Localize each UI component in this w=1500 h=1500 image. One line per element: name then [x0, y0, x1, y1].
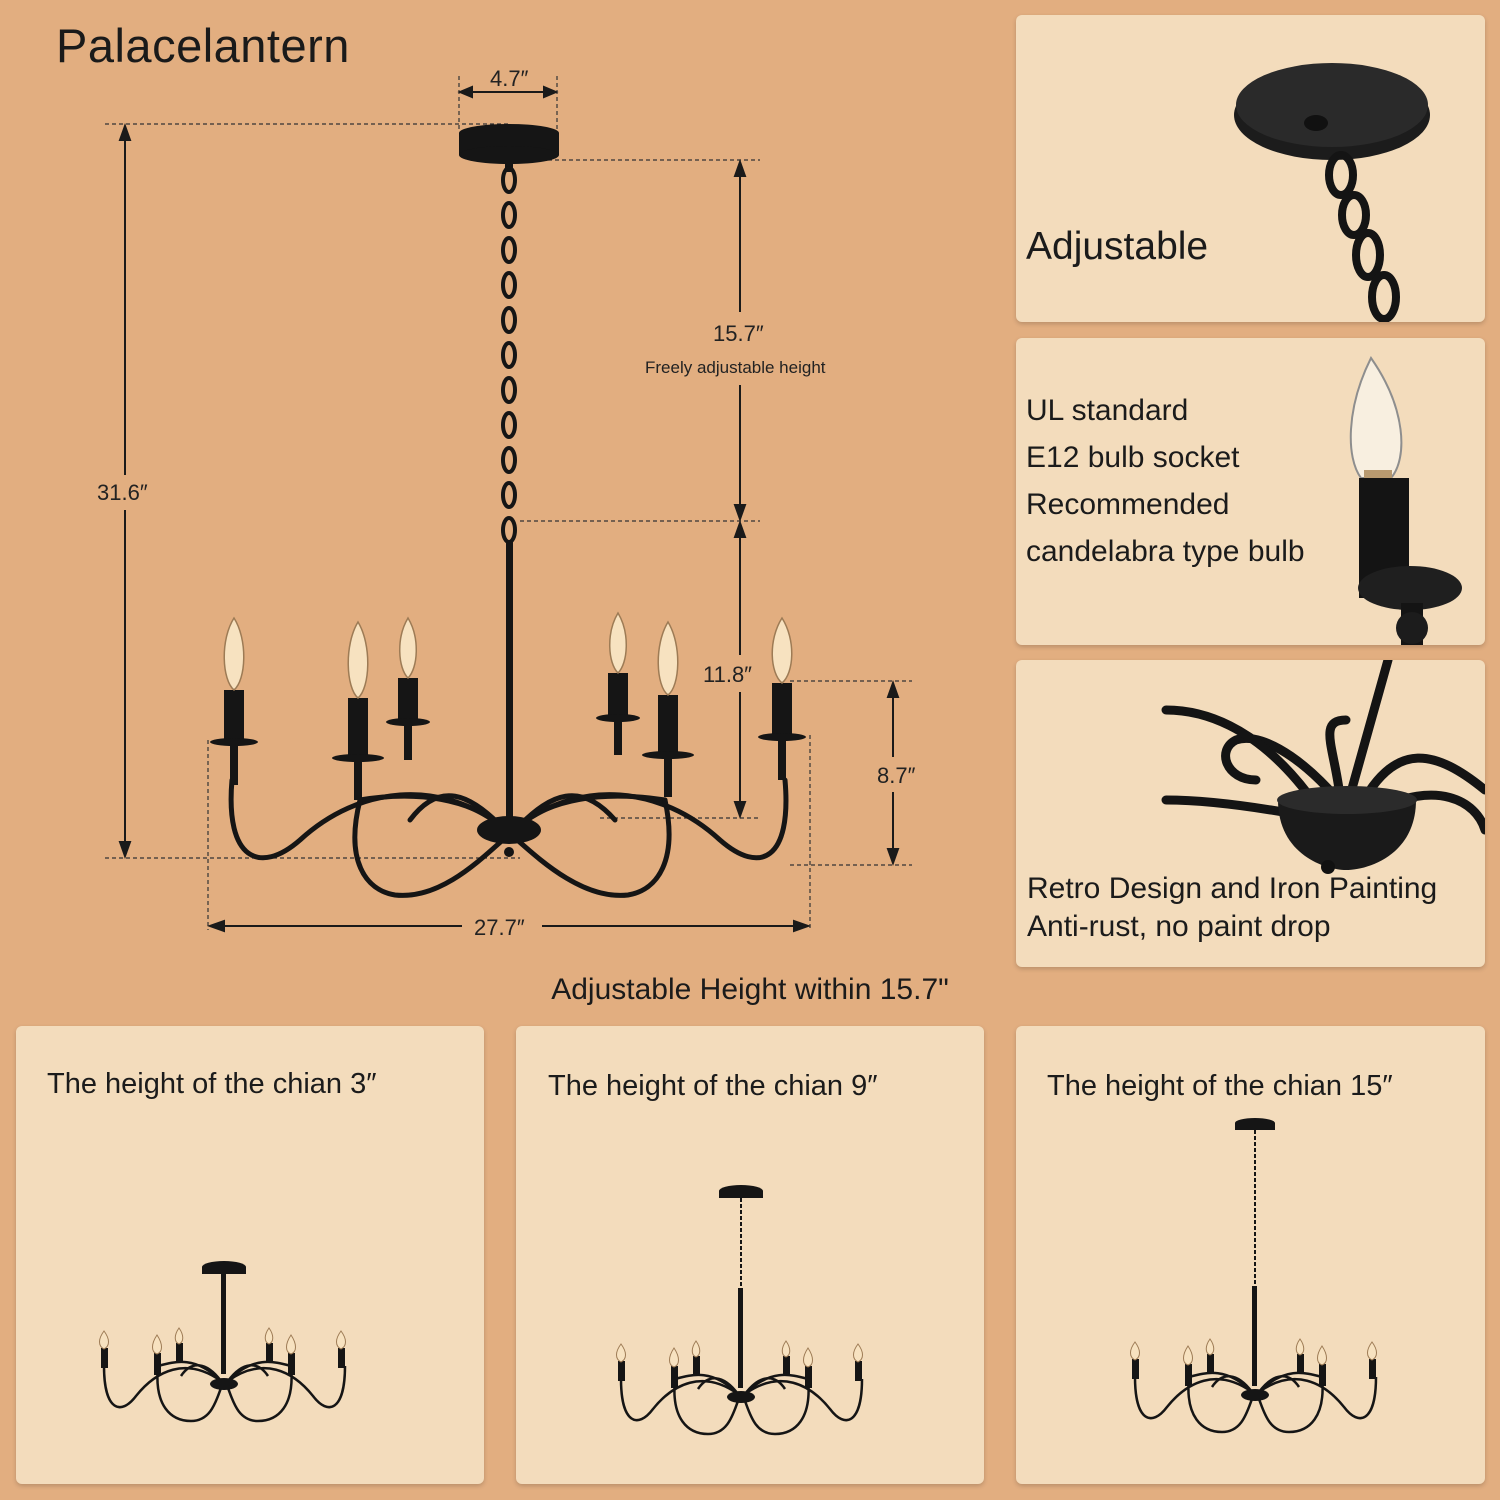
adjustable-panel: Adjustable — [1016, 15, 1485, 322]
chandelier-diagram — [105, 76, 912, 933]
bulb-closeup-image — [1349, 356, 1462, 645]
variant-panel-9in: The height of the chian 9″ — [516, 1026, 984, 1484]
variant-9in-title: The height of the chian 9″ — [548, 1070, 878, 1102]
width-label: 27.7″ — [474, 915, 525, 940]
socket-line-4: candelabra type bulb — [1026, 535, 1305, 568]
socket-line-2: E12 bulb socket — [1026, 441, 1240, 474]
variant-3in-image — [99, 1261, 347, 1423]
design-panel: Retro Design and Iron Painting Anti-rust… — [1016, 660, 1485, 967]
adjustable-height-caption: Adjustable Height within 15.7" — [551, 973, 949, 1006]
socket-line-3: Recommended — [1026, 488, 1230, 521]
chain-height-label: 15.7″ — [713, 321, 764, 346]
adjustable-title: Adjustable — [1026, 225, 1209, 268]
design-line-2: Anti-rust, no paint drop — [1027, 910, 1331, 943]
canopy-closeup-image — [1234, 63, 1430, 322]
variant-panel-15in: The height of the chian 15″ — [1016, 1026, 1485, 1484]
variant-9in-image — [616, 1185, 864, 1436]
variant-15in-image — [1130, 1118, 1378, 1434]
variant-3in-title: The height of the chian 3″ — [47, 1068, 377, 1100]
total-height-label: 31.6″ — [97, 480, 148, 505]
chain-note-label: Freely adjustable height — [645, 358, 826, 377]
socket-line-1: UL standard — [1026, 394, 1189, 427]
arm-height-label: 8.7″ — [877, 763, 916, 788]
variant-panel-3in: The height of the chian 3″ — [16, 1026, 484, 1484]
body-height-label: 11.8″ — [703, 662, 752, 687]
brand-name: Palacelantern — [56, 19, 350, 72]
design-line-1: Retro Design and Iron Painting — [1027, 872, 1438, 905]
arms-closeup-image — [1161, 660, 1485, 874]
variant-15in-title: The height of the chian 15″ — [1047, 1070, 1393, 1102]
socket-panel: UL standard E12 bulb socket Recommended … — [1016, 338, 1485, 645]
canopy-width-label: 4.7″ — [490, 66, 529, 91]
